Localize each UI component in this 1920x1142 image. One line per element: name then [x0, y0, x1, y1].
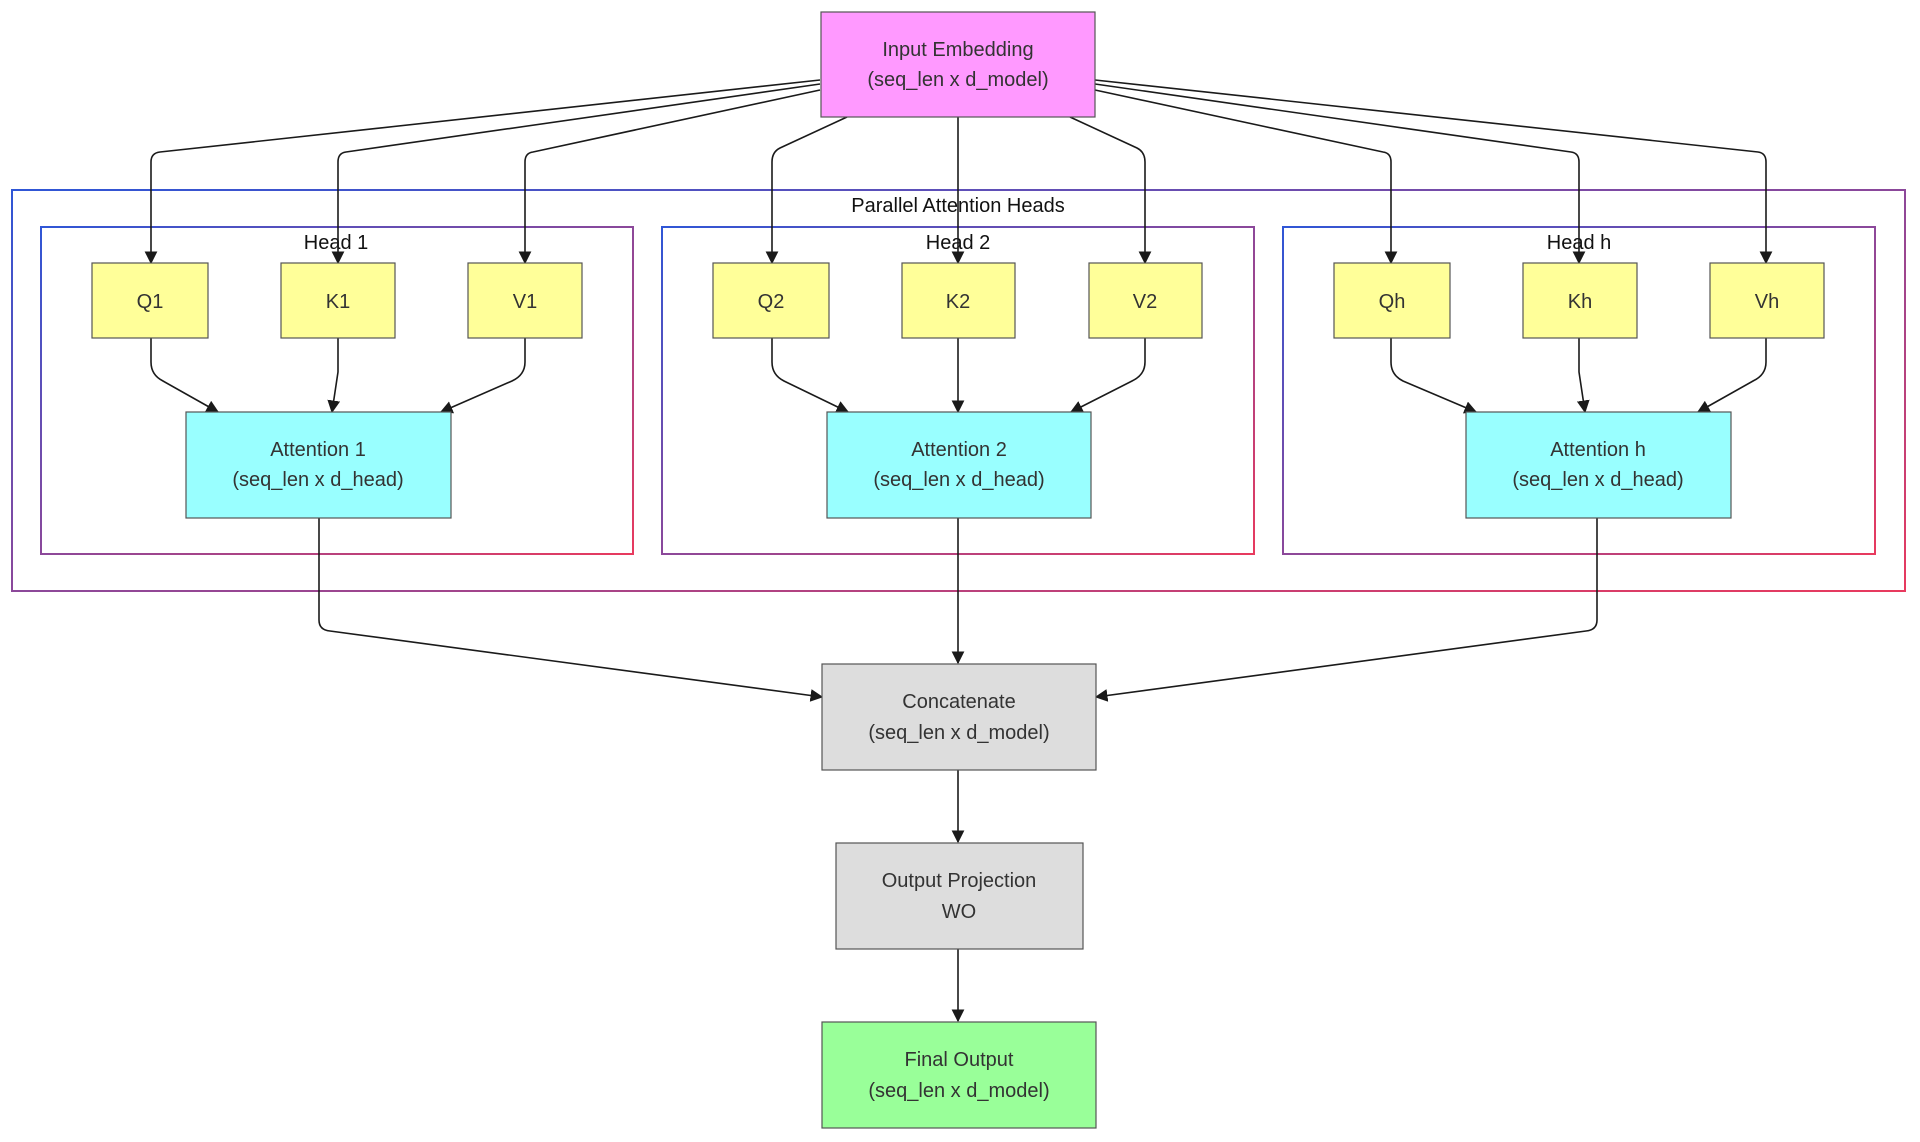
kh-label: Kh [1568, 291, 1592, 313]
vh-label: Vh [1755, 291, 1779, 313]
k2-node: K2 [901, 262, 1016, 339]
attention-h-shape: (seq_len x d_head) [1512, 469, 1683, 491]
final-output-title: Final Output [905, 1049, 1014, 1071]
attention-1-shape: (seq_len x d_head) [232, 469, 403, 491]
output-edges [318, 518, 1598, 1023]
concatenate-node: Concatenate (seq_len x d_model) [821, 663, 1097, 771]
vh-node: Vh [1709, 262, 1825, 339]
k2-label: K2 [946, 291, 970, 313]
v2-node: V2 [1088, 262, 1203, 339]
q2-label: Q2 [758, 291, 785, 313]
qh-label: Qh [1379, 291, 1406, 313]
qkv-edges [150, 338, 1767, 414]
attention-1-node: Attention 1 (seq_len x d_head) [185, 411, 452, 519]
k1-label: K1 [326, 291, 350, 313]
head-1-cluster [40, 226, 634, 555]
v1-node: V1 [467, 262, 583, 339]
attention-1-title: Attention 1 [270, 439, 366, 461]
v2-label: V2 [1133, 291, 1157, 313]
concatenate-shape: (seq_len x d_model) [868, 722, 1049, 744]
input-edges [144, 79, 1773, 265]
head-1-label: Head 1 [304, 232, 369, 254]
attention-2-title: Attention 2 [911, 439, 1007, 461]
input-embedding-node: Input Embedding (seq_len x d_model) [820, 11, 1096, 118]
output-projection-title: Output Projection [882, 870, 1037, 892]
v1-label: V1 [513, 291, 537, 313]
output-projection-weight: WO [942, 901, 976, 923]
qh-node: Qh [1333, 262, 1451, 339]
concatenate-title: Concatenate [902, 691, 1015, 713]
k1-node: K1 [280, 262, 396, 339]
attention-h-title: Attention h [1550, 439, 1646, 461]
final-output-node: Final Output (seq_len x d_model) [821, 1021, 1097, 1129]
q1-label: Q1 [137, 291, 164, 313]
input-embedding-shape: (seq_len x d_model) [867, 69, 1048, 91]
kh-node: Kh [1522, 262, 1638, 339]
q1-node: Q1 [91, 262, 209, 339]
attention-2-node: Attention 2 (seq_len x d_head) [826, 411, 1092, 519]
final-output-shape: (seq_len x d_model) [868, 1080, 1049, 1102]
q2-node: Q2 [712, 262, 830, 339]
attention-2-shape: (seq_len x d_head) [873, 469, 1044, 491]
input-embedding-title: Input Embedding [882, 39, 1033, 61]
attention-h-node: Attention h (seq_len x d_head) [1465, 411, 1732, 519]
output-projection-node: Output Projection WO [835, 842, 1084, 950]
